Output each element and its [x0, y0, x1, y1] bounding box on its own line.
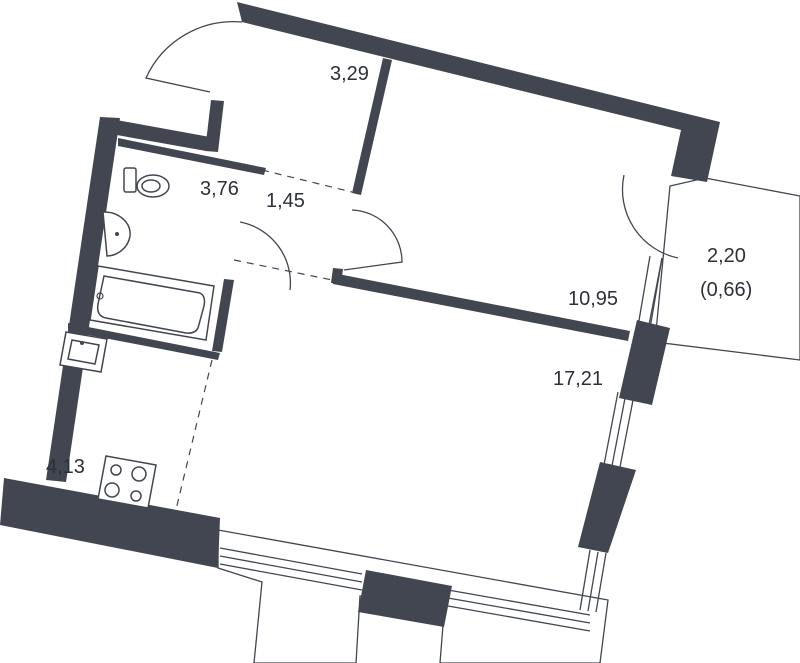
- area-label-kitchen: 4,13: [46, 456, 85, 478]
- stove-icon: [97, 455, 157, 509]
- area-label-bedroom: 10,95: [568, 288, 618, 310]
- bathtub-icon: [89, 265, 215, 341]
- walls: [0, 2, 720, 627]
- area-label-corridor: 3,29: [330, 63, 369, 85]
- door-entrance: [145, 20, 243, 93]
- kitchen-sink-icon: [59, 331, 108, 373]
- area-label-hall: 1,45: [266, 190, 305, 212]
- door-bathroom: [239, 221, 292, 291]
- door-bedroom: [343, 209, 403, 271]
- door-balcony: [621, 174, 679, 259]
- window-bedroom-left: [647, 257, 663, 331]
- window-bottom-1: [219, 547, 363, 591]
- area-label-balcony: 2,20: [707, 245, 746, 267]
- zone-boundaries: [173, 169, 353, 519]
- sink-icon: [102, 211, 131, 257]
- area-label-living: 17,21: [553, 368, 603, 390]
- window-bottom-2: [447, 589, 591, 632]
- area-label-balcony-reduced: (0,66): [700, 279, 752, 301]
- window-right-1: [602, 391, 635, 473]
- window-right-2: [579, 549, 607, 613]
- area-label-bathroom: 3,76: [200, 178, 239, 200]
- toilet-icon: [123, 167, 170, 198]
